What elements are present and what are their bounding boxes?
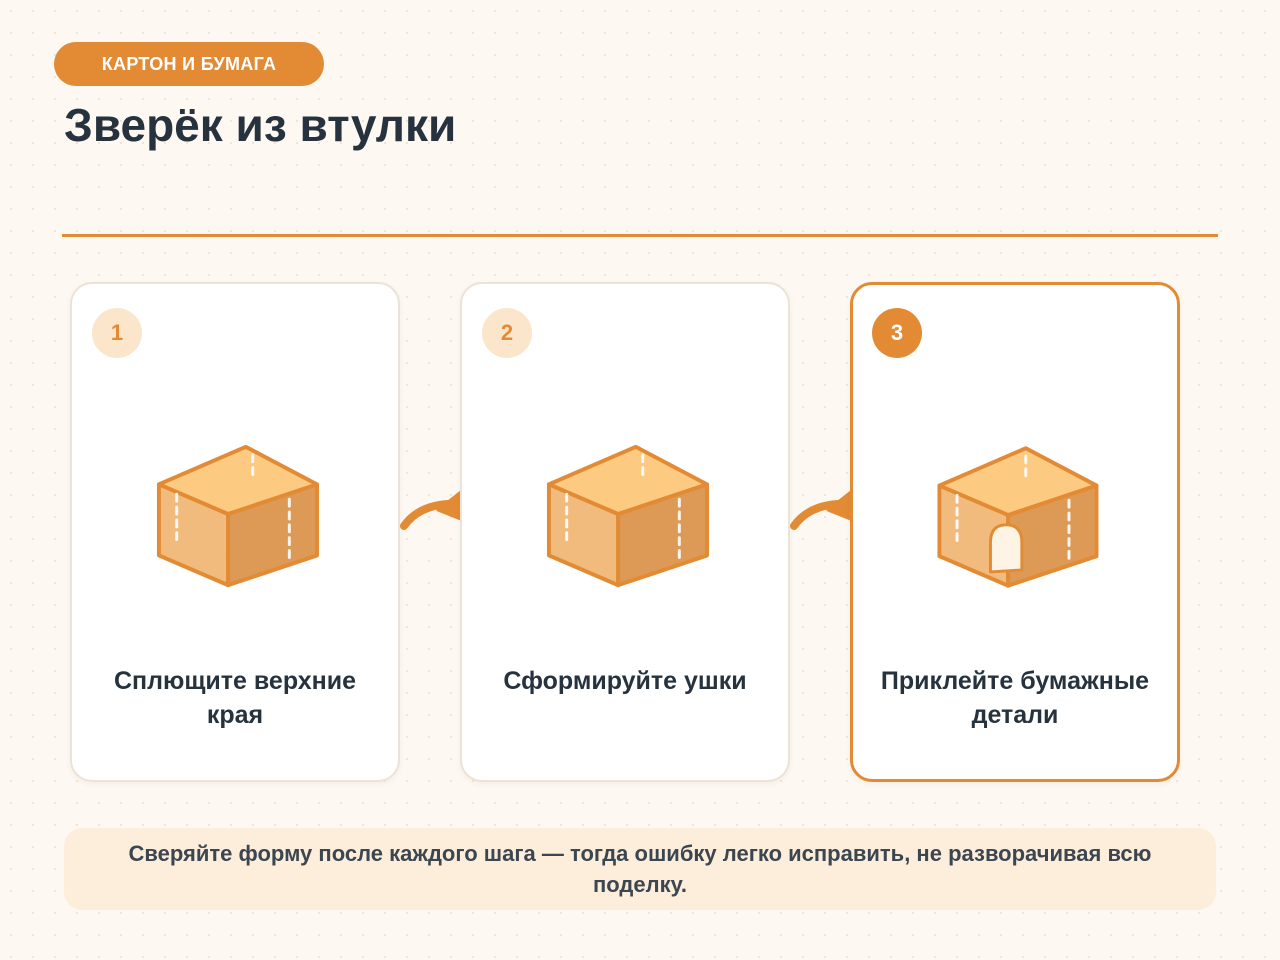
step-number-badge: 2 <box>482 308 532 358</box>
step-label: Сплющите верхние края <box>113 667 357 729</box>
step-label: Сформируйте ушки <box>503 667 747 695</box>
page-title: Зверёк из втулки <box>64 99 457 151</box>
box-top-face <box>937 446 1099 517</box>
box-top-face <box>156 444 319 516</box>
step-number-badge: 1 <box>92 308 142 358</box>
box-illustration <box>156 444 319 588</box>
step-card-3: 3 Приклейте бумажные детали <box>850 282 1180 782</box>
step-label: Приклейте бумажные детали <box>880 667 1150 729</box>
category-badge: КАРТОН И БУМАГА <box>54 42 324 86</box>
box-illustration <box>546 444 709 588</box>
box-top-face <box>546 444 709 516</box>
tip-note: Сверяйте форму после каждого шага — тогд… <box>64 828 1216 910</box>
step-card-1: 1 Сплющите верхние края <box>70 282 400 782</box>
box-illustration <box>937 446 1099 588</box>
step-number-badge: 3 <box>872 308 922 358</box>
step-card-2: 2 Сформируйте ушки <box>460 282 790 782</box>
paper-detail-shape <box>988 523 1024 574</box>
title-divider <box>62 234 1218 237</box>
